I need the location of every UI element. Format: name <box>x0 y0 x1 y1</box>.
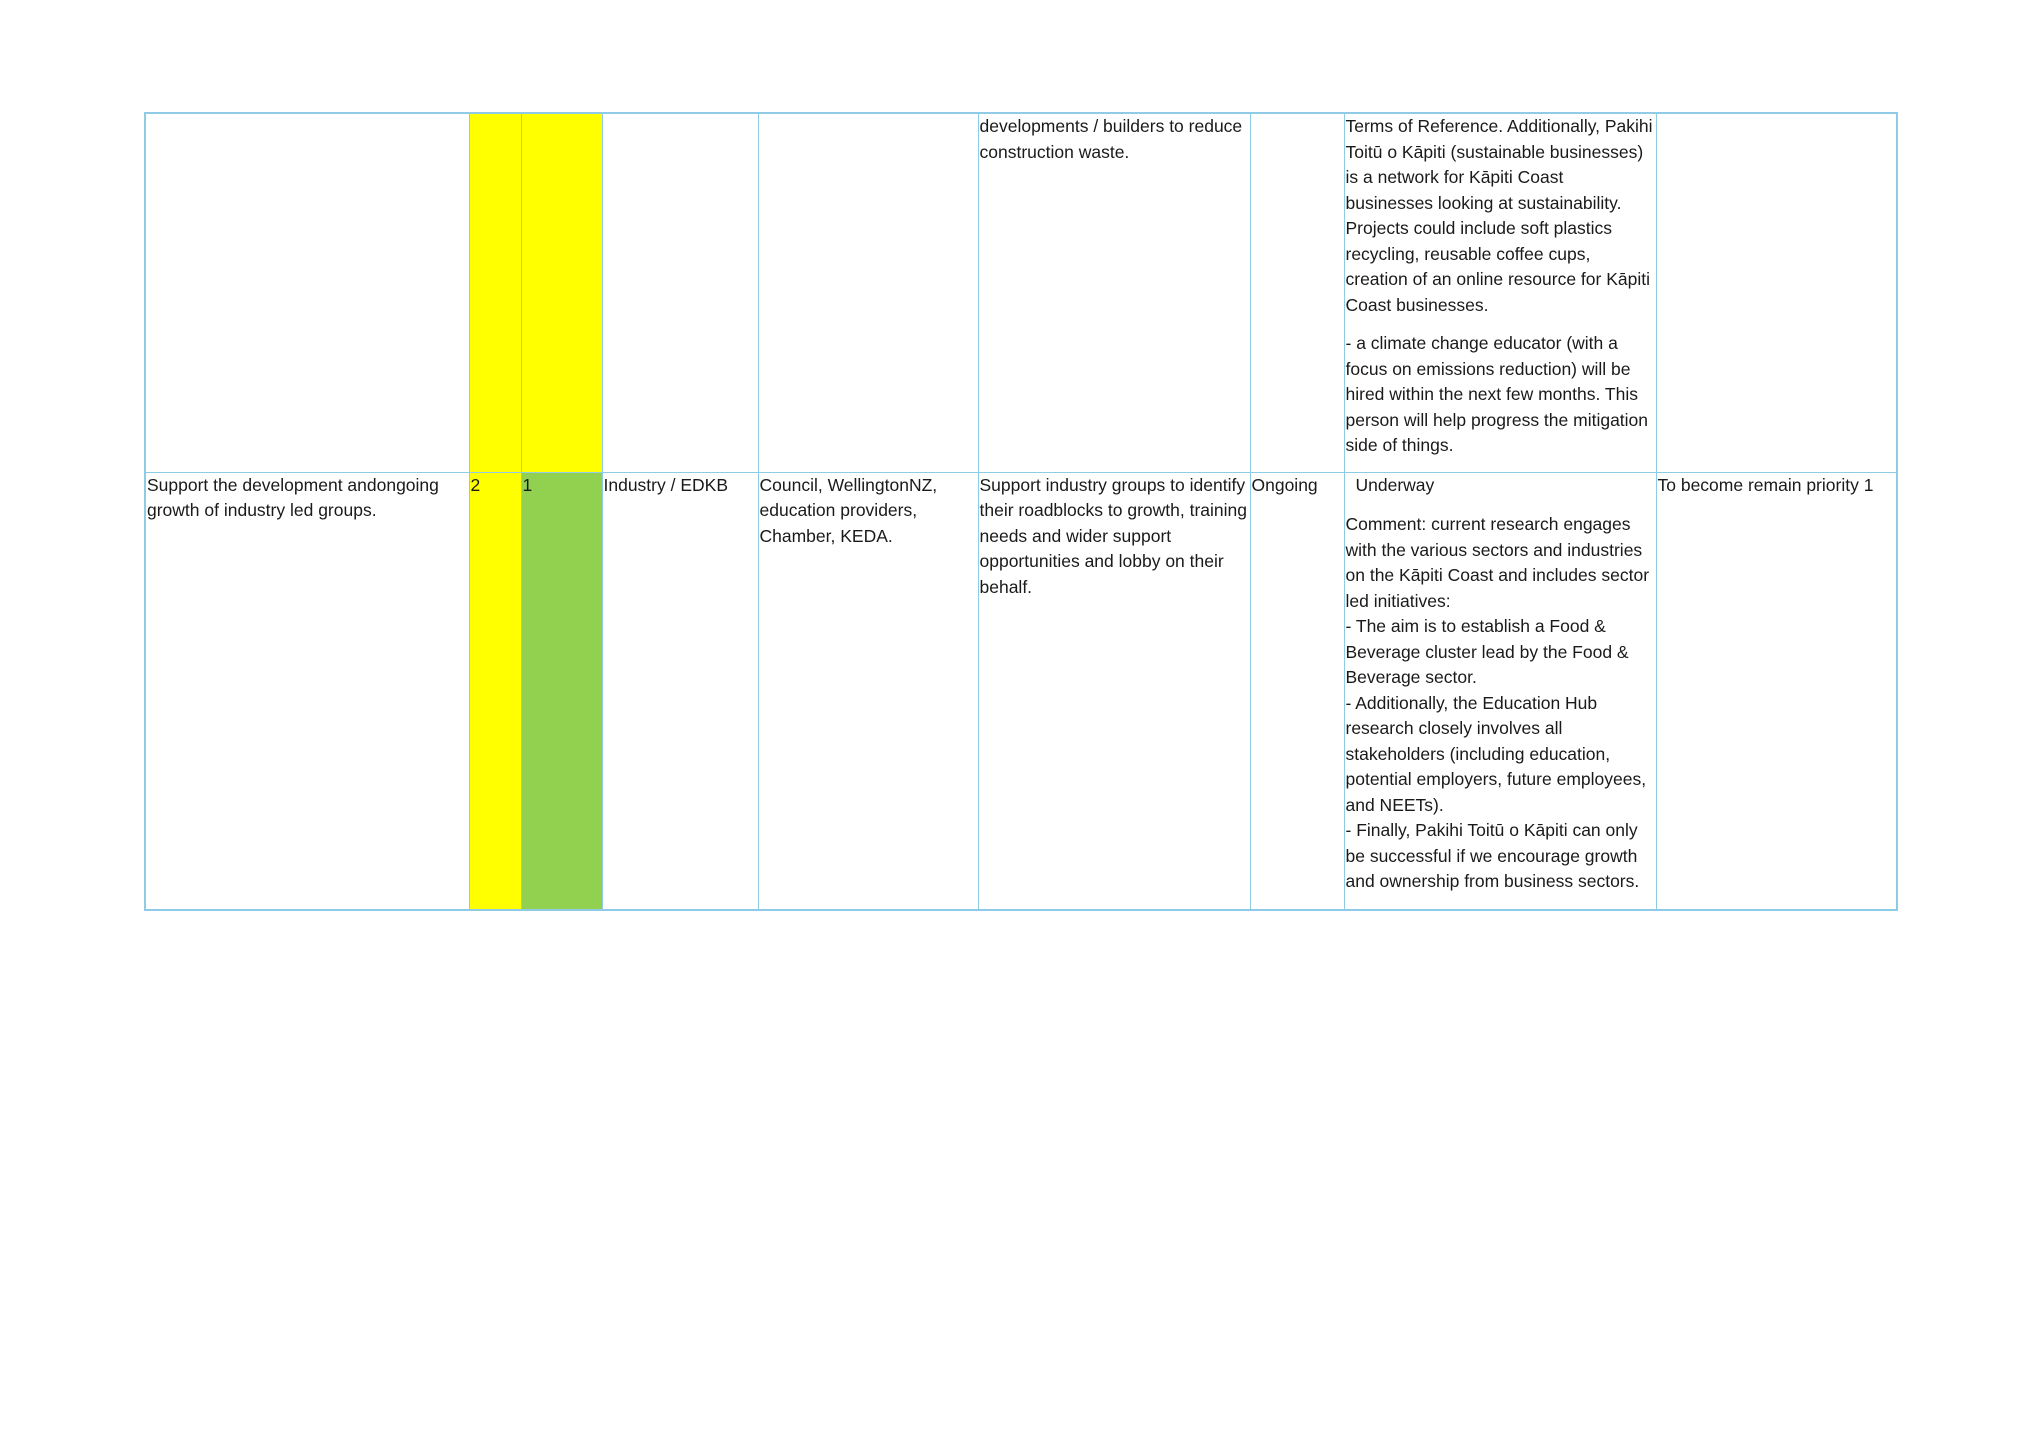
lead-cell: Industry / EDKB <box>601 471 759 911</box>
progress-cell: Underway Comment: current research engag… <box>1343 471 1657 911</box>
comment-line: - The aim is to establish a Food & Bever… <box>1345 616 1629 687</box>
progress-cell: Terms of Reference. Additionally, Pakihi… <box>1343 112 1657 473</box>
rating-cell-green: 1 <box>520 471 603 911</box>
description-cell: Support industry groups to identify thei… <box>977 471 1251 911</box>
progress-paragraph: - a climate change educator (with a focu… <box>1345 333 1649 455</box>
action-cell <box>144 112 470 473</box>
partners-cell: Council, WellingtonNZ, education provide… <box>757 471 979 911</box>
table-row: developments / builders to reduce constr… <box>144 112 1898 473</box>
rating-cell-yellow <box>520 112 603 473</box>
recommendation-cell: To become remain priority 1 <box>1655 471 1898 911</box>
priority-cell-yellow <box>468 112 522 473</box>
partners-cell <box>757 112 979 473</box>
lead-cell <box>601 112 759 473</box>
comment-line: - Additionally, the Education Hub resear… <box>1345 692 1647 815</box>
action-cell: Support the development andongoing growt… <box>144 471 470 911</box>
comment-line: - Finally, Pakihi Toitū o Kāpiti can onl… <box>1345 820 1640 891</box>
recommendation-cell <box>1655 112 1898 473</box>
progress-paragraph: Terms of Reference. Additionally, Pakihi… <box>1345 116 1653 315</box>
table-row: Support the development andongoing growt… <box>144 471 1898 911</box>
priority-cell-yellow: 2 <box>468 471 522 911</box>
timeframe-cell <box>1249 112 1345 473</box>
comment-line: Comment: current research engages with t… <box>1345 514 1650 611</box>
comment-block: Comment: current research engages with t… <box>1346 512 1655 895</box>
timeframe-cell: Ongoing <box>1249 471 1345 911</box>
description-cell: developments / builders to reduce constr… <box>977 112 1251 473</box>
action-plan-table: developments / builders to reduce constr… <box>144 112 1898 911</box>
status-text: Underway <box>1355 474 1435 495</box>
